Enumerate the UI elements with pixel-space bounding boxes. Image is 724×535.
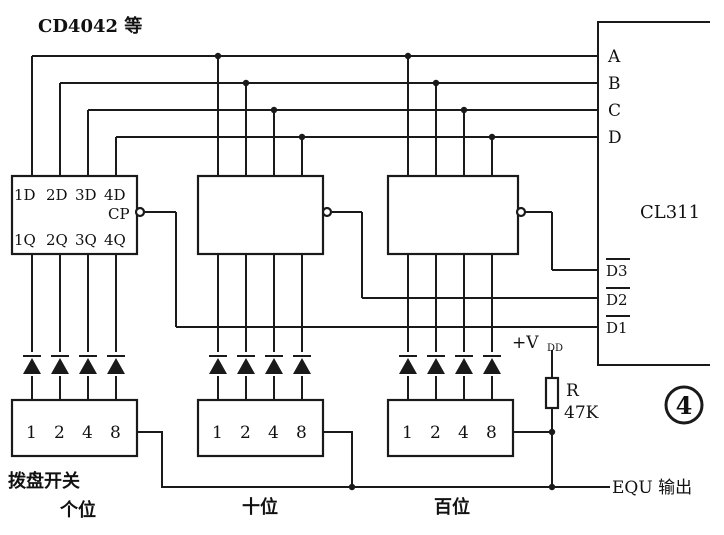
switch-hundreds-bit-8: 8 bbox=[486, 423, 497, 443]
latch-3d-label: 3D bbox=[75, 186, 97, 204]
switch-tens-bit-8: 8 bbox=[296, 423, 307, 443]
switch-units[interactable]: 1 2 4 8 bbox=[10, 398, 139, 458]
diode-icon bbox=[107, 352, 125, 376]
latch-units: 1D 2D 3D 4D CP 1Q 2Q 3Q 4Q bbox=[10, 174, 146, 256]
input-a-label: A bbox=[607, 47, 621, 67]
pull-up-resistor: +V DD R 47K bbox=[512, 333, 599, 432]
latch-to-switch-wires bbox=[31, 254, 493, 400]
digit-select-labels: D3 D2 D1 bbox=[606, 258, 630, 337]
diode-icon bbox=[209, 352, 227, 376]
latch-tens bbox=[196, 174, 333, 256]
resistor-name: R bbox=[566, 381, 580, 401]
latch-1q-label: 1Q bbox=[14, 231, 36, 249]
switch-tens-bit-2: 2 bbox=[240, 423, 251, 443]
switch-hundreds-bit-1: 1 bbox=[402, 423, 413, 443]
latch-cp-label: CP bbox=[108, 205, 130, 223]
diode-icon bbox=[51, 352, 69, 376]
latch-3q-label: 3Q bbox=[75, 231, 97, 249]
diode-icon bbox=[293, 352, 311, 376]
input-b-label: B bbox=[608, 74, 621, 94]
supply-label: +V bbox=[512, 333, 539, 353]
diode-array bbox=[23, 352, 501, 376]
switch-hundreds-bit-2: 2 bbox=[430, 423, 441, 443]
figure-number-badge: 4 bbox=[664, 385, 704, 425]
switch-tens-bit-1: 1 bbox=[212, 423, 223, 443]
bcd-bus bbox=[31, 52, 598, 176]
diagram-title: CD4042 等 bbox=[38, 15, 142, 37]
digit-input-d3-label: D3 bbox=[606, 262, 628, 280]
unit-label-hundreds: 百位 bbox=[434, 496, 470, 518]
switch-hundreds[interactable]: 1 2 4 8 bbox=[386, 398, 515, 458]
diode-icon bbox=[237, 352, 255, 376]
figure-number: 4 bbox=[676, 391, 693, 420]
unit-label-ones: 个位 bbox=[59, 499, 96, 521]
diode-icon bbox=[455, 352, 473, 376]
diode-icon bbox=[483, 352, 501, 376]
cl311-chip: CL311 A B C D D3 D2 D1 bbox=[597, 21, 710, 366]
switch-units-bit-2: 2 bbox=[54, 423, 65, 443]
switch-units-bit-1: 1 bbox=[26, 423, 37, 443]
switch-label: 拨盘开关 bbox=[8, 470, 80, 492]
switch-hundreds-bit-4: 4 bbox=[458, 423, 469, 443]
diode-icon bbox=[399, 352, 417, 376]
unit-label-tens: 十位 bbox=[242, 496, 278, 518]
latch-2d-label: 2D bbox=[46, 186, 68, 204]
latch-4d-label: 4D bbox=[104, 186, 126, 204]
latch-1d-label: 1D bbox=[14, 186, 36, 204]
switch-units-bit-8: 8 bbox=[110, 423, 121, 443]
input-d-label: D bbox=[608, 128, 622, 148]
diode-icon bbox=[427, 352, 445, 376]
digit-input-d1-label: D1 bbox=[606, 319, 628, 337]
latch-hundreds bbox=[386, 174, 527, 256]
switch-tens[interactable]: 1 2 4 8 bbox=[196, 398, 325, 458]
diode-icon bbox=[79, 352, 97, 376]
output-label: EQU 输出 bbox=[612, 478, 692, 498]
resistor-value: 47K bbox=[564, 403, 599, 423]
switch-units-bit-4: 4 bbox=[82, 423, 93, 443]
input-c-label: C bbox=[608, 101, 621, 121]
digit-input-d2-label: D2 bbox=[606, 291, 628, 309]
switch-tens-bit-4: 4 bbox=[268, 423, 279, 443]
cl311-label: CL311 bbox=[640, 202, 700, 223]
diode-icon bbox=[23, 352, 41, 376]
diode-icon bbox=[265, 352, 283, 376]
supply-subscript: DD bbox=[547, 343, 563, 354]
latch-2q-label: 2Q bbox=[46, 231, 68, 249]
latch-4q-label: 4Q bbox=[104, 231, 126, 249]
